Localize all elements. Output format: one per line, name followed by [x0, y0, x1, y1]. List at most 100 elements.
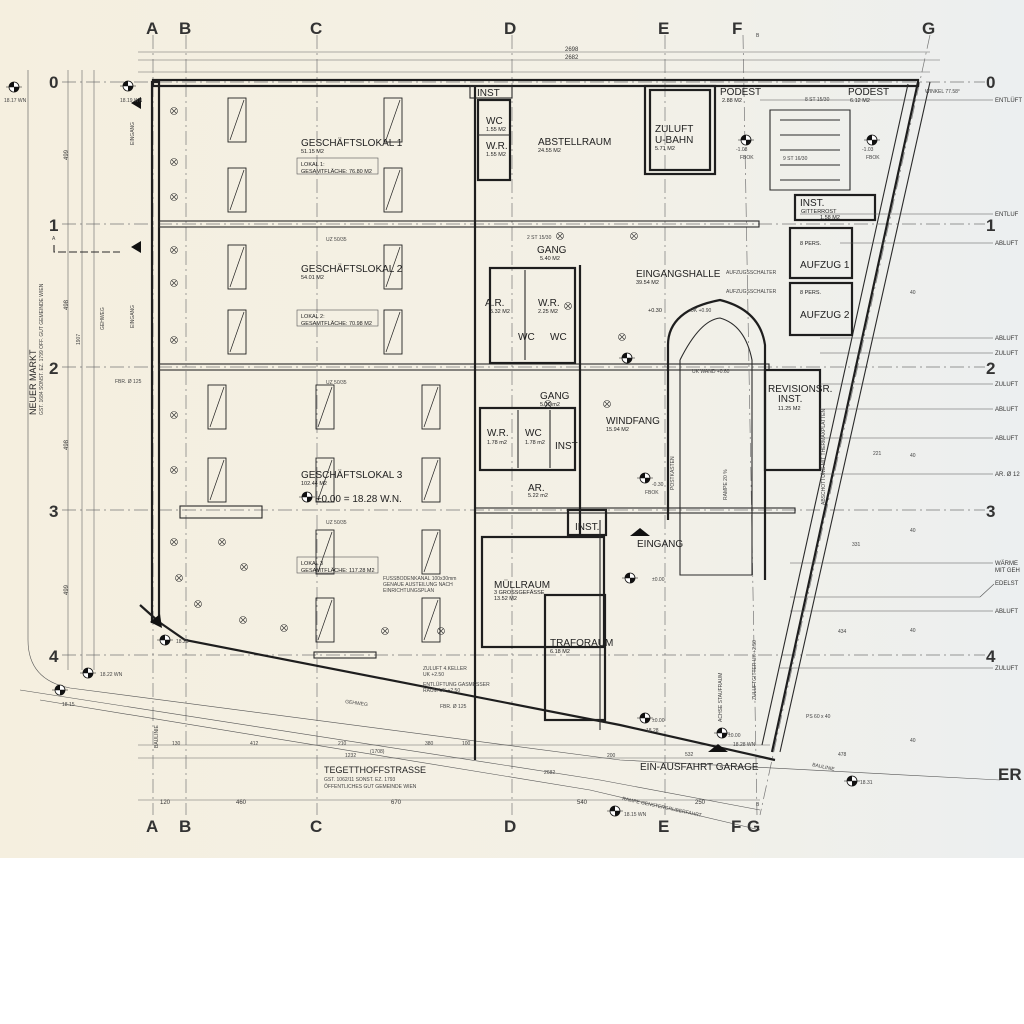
axis-column-label: G [747, 817, 760, 836]
sidewalk-label: GEHWEG [100, 307, 106, 330]
room-label-sub: GITTERROST [801, 209, 837, 215]
room-area: 24.55 M2 [538, 148, 561, 154]
annotations: RAMPE 20 % POSTKASTEN ZULUFTGITTER UK +2… [115, 89, 960, 722]
entrance-arrow-icon [131, 97, 141, 109]
level-label: +0.30 [648, 308, 662, 314]
axis-column-label: D [504, 817, 516, 836]
room-name: AR. [528, 483, 545, 494]
height-label: UK WAND +0.60 [692, 369, 730, 375]
axis-column-label: A [146, 817, 158, 836]
vent-label: UK +2.50 [423, 672, 444, 678]
room-name: INST. [800, 198, 824, 209]
room-name: WC [550, 332, 567, 343]
entrance-arrow-icon [708, 744, 728, 752]
grid-axis-labels: A B C D E F G B A B C D E F G B 0 1 2 3 … [49, 19, 996, 836]
dimension-label: 2682 [565, 55, 579, 61]
dimension-lines [19, 51, 1001, 831]
entrance-label: EINGANG [130, 122, 136, 145]
dimension-label: 40 [910, 290, 916, 296]
axis-row-label: 1 [986, 216, 995, 235]
axis-column-label: G [922, 19, 935, 38]
level-label: 18.31 [860, 780, 873, 786]
floor-channel-note: FUSSBODENKANAL 100x30mm [383, 576, 456, 582]
level-label: 18.25 [176, 639, 189, 645]
ps-label: PS 60 x 40 [806, 714, 831, 720]
parcel-info: ÖFFENTLICHES GUT GEMEINDE WIEN [324, 783, 417, 790]
building-line-label: BAULINIE [154, 725, 160, 748]
dimension-label: 498 [64, 439, 70, 450]
service-label: ABLUFT [995, 407, 1018, 413]
vent-label: FBR. Ø 125 [115, 379, 142, 385]
dimension-label: 478 [838, 752, 847, 758]
room-area: 102.44 M2 [301, 481, 327, 487]
axis-column-label: F [732, 19, 742, 38]
dimension-label: 120 [160, 800, 171, 806]
axis-row-label: 3 [986, 502, 995, 521]
dimension-label: 412 [250, 741, 259, 747]
datum-level: ±0.00 = 18.28 W.N. [316, 494, 402, 505]
room-name: W.R. [487, 428, 509, 439]
room-name: WC [486, 116, 503, 127]
dimension-label: 130 [172, 741, 181, 747]
dimension-labels: 2698 2682 499 498 498 499 1907 120 460 6… [64, 47, 916, 806]
dimension-label: 499 [64, 584, 70, 595]
dimension-label: 40 [910, 528, 916, 534]
stair-label: 2 ST 15/30 [527, 235, 552, 241]
room-name: GESCHÄFTSLOKAL 3 [301, 469, 403, 481]
axis-row-label: 2 [986, 359, 995, 378]
street-name: NEUER MARKT [28, 349, 38, 415]
beam-label: UZ 50/35 [326, 520, 347, 526]
room-name: TRAFORAUM [550, 638, 613, 649]
service-label: ABLUFT [995, 609, 1018, 615]
dimension-label: 2682 [544, 770, 555, 776]
room-label-sub: 3 GROSSGEFÄSSE [494, 589, 545, 596]
room-name: WC [525, 428, 542, 439]
room-area: 1.55 M2 [486, 152, 506, 158]
room-area: 11.25 M2 [778, 406, 801, 412]
mailbox-label: POSTKASTEN [670, 456, 676, 490]
axis-column-label: F [731, 817, 741, 836]
service-label: MIT GEH [995, 568, 1020, 574]
vent-label: ZULUFT 4.KELLER [423, 666, 467, 672]
dimension-label: 498 [64, 299, 70, 310]
dimension-label: 40 [910, 453, 916, 459]
dimension-label: 2698 [565, 47, 579, 53]
dimension-label: 40 [910, 628, 916, 634]
right-service-labels: ENTLÜFT ENTLUF ABLUFT ABLUFT ZULUFT ZULU… [760, 97, 1022, 784]
room-name: AUFZUG 2 [800, 310, 850, 321]
fbok-label: FBOK [645, 490, 659, 496]
building-line-label: BAULINIE [812, 762, 836, 773]
axis-column-label: C [310, 19, 322, 38]
sheet-title-fragment: ER [998, 765, 1022, 784]
room-name: PODEST [848, 87, 889, 98]
room-name: EINGANG [637, 539, 683, 550]
parcel-info: GST. 1062/11 SONST. EZ. 1793 [324, 777, 396, 783]
room-name: U-BAHN [655, 135, 693, 146]
elevator-capacity: 8 PERS. [800, 241, 822, 247]
room-area: 1.55 M2 [486, 127, 506, 133]
floor-channel-note: GENAUE AUSTEILUNG NACH [383, 582, 453, 588]
axis-column-label: B [179, 817, 191, 836]
room-name: INST [555, 441, 578, 452]
lokal-box-total: GESAMTFLÄCHE: 76.80 M2 [301, 168, 372, 175]
axis-column-label: B [179, 19, 191, 38]
lokal-box-title: LOKAL 1: [301, 162, 325, 168]
fbok-label: FBOK [866, 155, 880, 161]
dimension-label: (1708) [370, 749, 385, 755]
air-grille-label: ZULUFTGITTER UK +2.50 [752, 640, 758, 700]
axis-column-label: E [658, 817, 669, 836]
room-area: 6.12 M2 [850, 98, 870, 104]
axis-row-label: 3 [49, 502, 58, 521]
room-name: W.R. [538, 298, 560, 309]
room-name: MÜLLRAUM [494, 579, 550, 591]
dimension-label: 540 [577, 800, 588, 806]
service-label: WÄRME [995, 560, 1018, 567]
room-name: GESCHÄFTSLOKAL 2 [301, 263, 403, 275]
dimension-label: 380 [425, 741, 434, 747]
entrance-arrow-icon [150, 614, 162, 628]
axis-row-label: 0 [49, 73, 58, 92]
level-label: 18.28 [646, 728, 659, 734]
axis-row-label: 4 [986, 647, 996, 666]
room-name: WC [518, 332, 535, 343]
room-name: GANG [540, 391, 570, 402]
